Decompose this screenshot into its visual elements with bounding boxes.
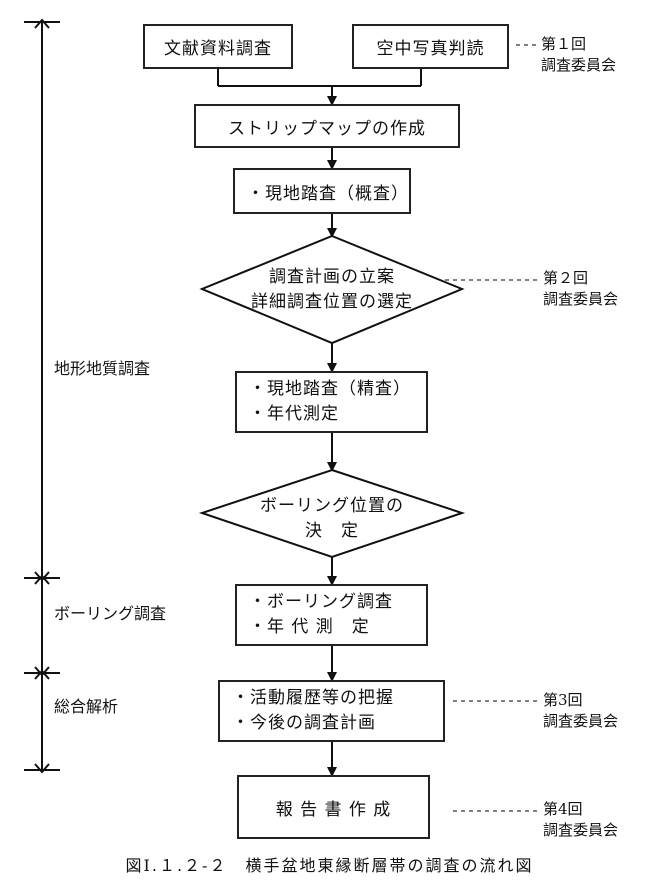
field-survey-detail-box: ・現地踏査（精査） ・年代測定 xyxy=(235,371,428,433)
boring-decision-line-2: 決 定 xyxy=(305,521,359,541)
boring-survey-line-2: ・年 代 測 定 xyxy=(249,617,370,637)
report-label: 報 告 書 作 成 xyxy=(275,799,392,820)
analysis-line-2: ・今後の調査計画 xyxy=(232,713,376,733)
analysis-line-1: ・活動履歴等の把握 xyxy=(232,688,394,708)
phase-analysis-label: 総合解析 xyxy=(54,697,119,716)
field-survey-detail-line-2: ・年代測定 xyxy=(249,404,339,424)
literature-review-label: 文献資料調査 xyxy=(164,39,272,59)
committee-4-number: 第4回 xyxy=(543,800,583,818)
boring-survey-line-1: ・ボーリング調査 xyxy=(249,592,393,612)
phase-boring-label: ボーリング調査 xyxy=(54,604,167,623)
committee-3-label: 調査委員会 xyxy=(543,712,619,730)
committee-1-note: 第１回 調査委員会 xyxy=(541,34,616,76)
committee-1-label: 調査委員会 xyxy=(541,56,617,74)
committee-1-number: 第１回 xyxy=(541,35,587,53)
field-survey-outline-box: ・現地踏査（概査） xyxy=(233,168,411,214)
figure-caption: 図Ⅰ.１.２-２ 横手盆地東縁断層帯の調査の流れ図 xyxy=(125,856,534,875)
field-survey-outline-label: ・現地踏査（概査） xyxy=(247,183,409,204)
strip-map-label: ストリップマップの作成 xyxy=(228,118,426,139)
boring-decision-diamond xyxy=(198,468,466,559)
plan-decision-line-2: 詳細調査位置の選定 xyxy=(251,292,413,312)
strip-map-box: ストリップマップの作成 xyxy=(194,104,460,148)
report-box: 報 告 書 作 成 xyxy=(237,775,430,839)
committee-4-label: 調査委員会 xyxy=(543,821,619,839)
boring-decision-line-1: ボーリング位置の xyxy=(260,496,404,516)
committee-2-note: 第２回 調査委員会 xyxy=(543,268,618,310)
plan-decision-diamond xyxy=(199,234,465,345)
plan-decision-line-1: 調査計画の立案 xyxy=(269,267,395,287)
committee-4-note: 第4回 調査委員会 xyxy=(543,799,618,841)
boring-decision-text: ボーリング位置の 決 定 xyxy=(232,494,432,544)
boring-survey-box: ・ボーリング調査 ・年 代 測 定 xyxy=(235,584,428,646)
phase-geology-label: 地形地質調査 xyxy=(54,359,151,378)
literature-review-box: 文献資料調査 xyxy=(143,24,293,69)
aerial-photo-box: 空中写真判読 xyxy=(352,24,509,69)
committee-3-note: 第3回 調査委員会 xyxy=(543,690,618,732)
committee-2-label: 調査委員会 xyxy=(543,290,619,308)
field-survey-detail-line-1: ・現地踏査（精査） xyxy=(249,379,411,399)
analysis-box: ・活動履歴等の把握 ・今後の調査計画 xyxy=(218,680,445,742)
committee-3-number: 第3回 xyxy=(543,691,583,709)
phase-timeline xyxy=(24,18,60,774)
plan-decision-text: 調査計画の立案 詳細調査位置の選定 xyxy=(232,265,432,315)
committee-2-number: 第２回 xyxy=(543,269,589,287)
aerial-photo-label: 空中写真判読 xyxy=(376,39,485,59)
